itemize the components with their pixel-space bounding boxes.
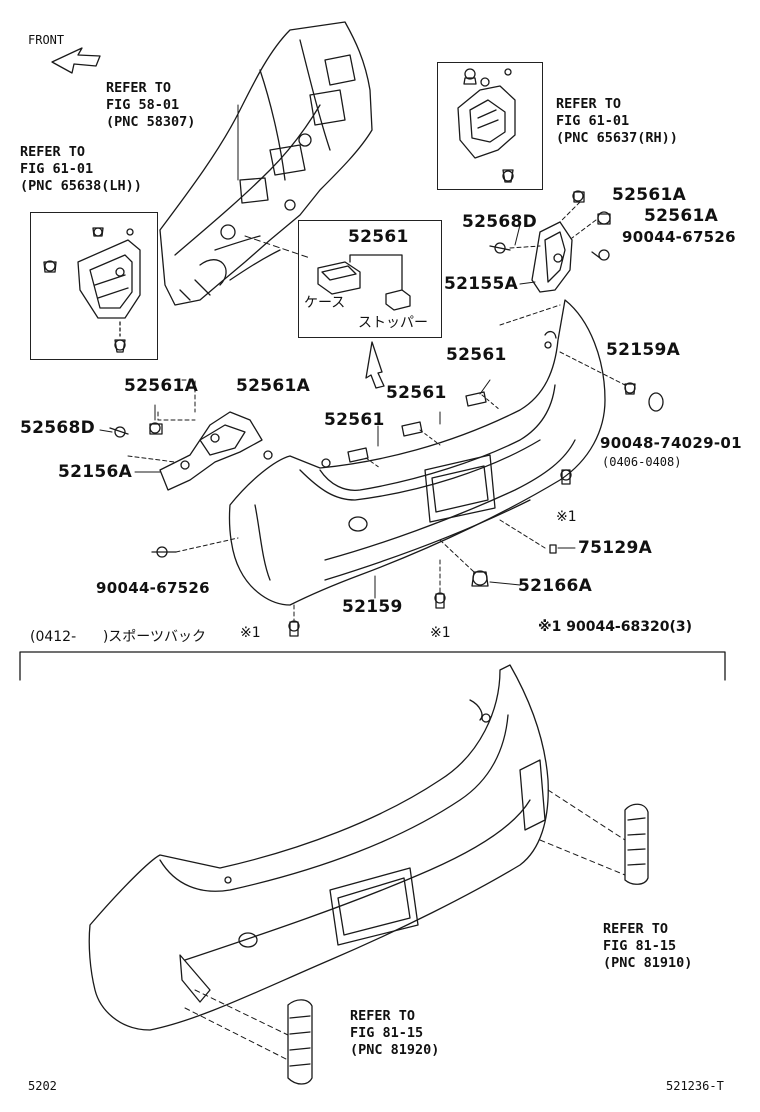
- rh-bracket-drawing: [457, 68, 516, 183]
- part-52561A-top1[interactable]: 52561A: [612, 185, 687, 205]
- part-52166A[interactable]: 52166A: [518, 576, 593, 596]
- ref-fig81-910-l2: FIG 81-15: [603, 938, 677, 954]
- reflector-rh-drawing: [539, 789, 649, 885]
- retainer-inset-drawing: [317, 254, 411, 311]
- ref-fig61-rh-l1: REFER TO: [556, 96, 622, 112]
- reflector-lh-drawing: [184, 989, 313, 1085]
- part-52155A[interactable]: 52155A: [444, 274, 519, 294]
- inset-stopper-label: ストッパー: [358, 315, 428, 331]
- inset-box-rh: [437, 62, 543, 190]
- ref-fig81-920-l2: FIG 81-15: [350, 1025, 424, 1041]
- lh-side-bracket-drawing: [109, 379, 273, 491]
- part-52568D-left[interactable]: 52568D: [20, 418, 96, 438]
- section-note: (0412- )スポーツバック: [30, 629, 207, 645]
- quarter-panel-drawing: [159, 21, 373, 306]
- inset-box-52561: [298, 220, 442, 338]
- asterisk-mark-1: ※1: [556, 509, 577, 525]
- asterisk-mark-3: ※1: [430, 625, 451, 641]
- part-52156A[interactable]: 52156A: [58, 462, 133, 482]
- clip-drawings: [151, 351, 664, 637]
- ref-fig81-920-l1: REFER TO: [350, 1008, 416, 1024]
- inset-part-52561[interactable]: 52561: [348, 227, 409, 247]
- inset-box-lh: [30, 212, 158, 360]
- inset-case-label: ケース: [304, 295, 346, 311]
- ref-fig81-910-l1: REFER TO: [603, 921, 669, 937]
- part-90048-note: (0406-0408): [602, 455, 682, 469]
- part-52561A-l2[interactable]: 52561A: [236, 376, 311, 396]
- inset-pointer-arrow: [365, 341, 385, 389]
- lower-bumper-drawing: [88, 664, 549, 1031]
- part-90044-67526-right[interactable]: 90044-67526: [622, 228, 736, 246]
- footer-right: 521236-T: [666, 1079, 724, 1093]
- part-52561-a[interactable]: 52561: [446, 345, 507, 365]
- asterisk-mark-2: ※1: [240, 625, 261, 641]
- front-label: FRONT: [28, 33, 65, 47]
- part-52568D-right[interactable]: 52568D: [462, 212, 538, 232]
- ref-fig61-rh-l2: FIG 61-01: [556, 113, 630, 129]
- footer-left: 5202: [28, 1079, 57, 1093]
- part-52159[interactable]: 52159: [342, 597, 403, 617]
- part-90048-74029-01[interactable]: 90048-74029-01: [600, 434, 742, 452]
- part-52561A-l1[interactable]: 52561A: [124, 376, 199, 396]
- section-bracket: [19, 651, 726, 681]
- ref-fig58-l3: (PNC 58307): [106, 114, 196, 130]
- lh-bracket-drawing: [43, 227, 141, 353]
- ref-fig81-910-l3: (PNC 81910): [603, 955, 693, 971]
- asterisk-note: ※1 90044-68320(3): [538, 619, 692, 635]
- ref-fig58-l1: REFER TO: [106, 80, 172, 96]
- part-75129A[interactable]: 75129A: [578, 538, 653, 558]
- ref-fig61-rh-l3: (PNC 65637(RH)): [556, 130, 678, 146]
- part-52561-c[interactable]: 52561: [324, 410, 385, 430]
- ref-fig81-920-l3: (PNC 81920): [350, 1042, 440, 1058]
- ref-fig61-lh-l2: FIG 61-01: [20, 161, 94, 177]
- rear-bumper-cover-drawing: [228, 299, 606, 606]
- part-52159A[interactable]: 52159A: [606, 340, 681, 360]
- part-90044-67526-left[interactable]: 90044-67526: [96, 579, 210, 597]
- ref-fig61-lh-l3: (PNC 65638(LH)): [20, 178, 142, 194]
- part-52561A-top2[interactable]: 52561A: [644, 206, 719, 226]
- part-52561-b[interactable]: 52561: [386, 383, 447, 403]
- ref-fig58-l2: FIG 58-01: [106, 97, 180, 113]
- front-arrow-icon: [51, 47, 101, 74]
- leader-lines: [99, 224, 576, 599]
- ref-fig61-lh-l1: REFER TO: [20, 144, 86, 160]
